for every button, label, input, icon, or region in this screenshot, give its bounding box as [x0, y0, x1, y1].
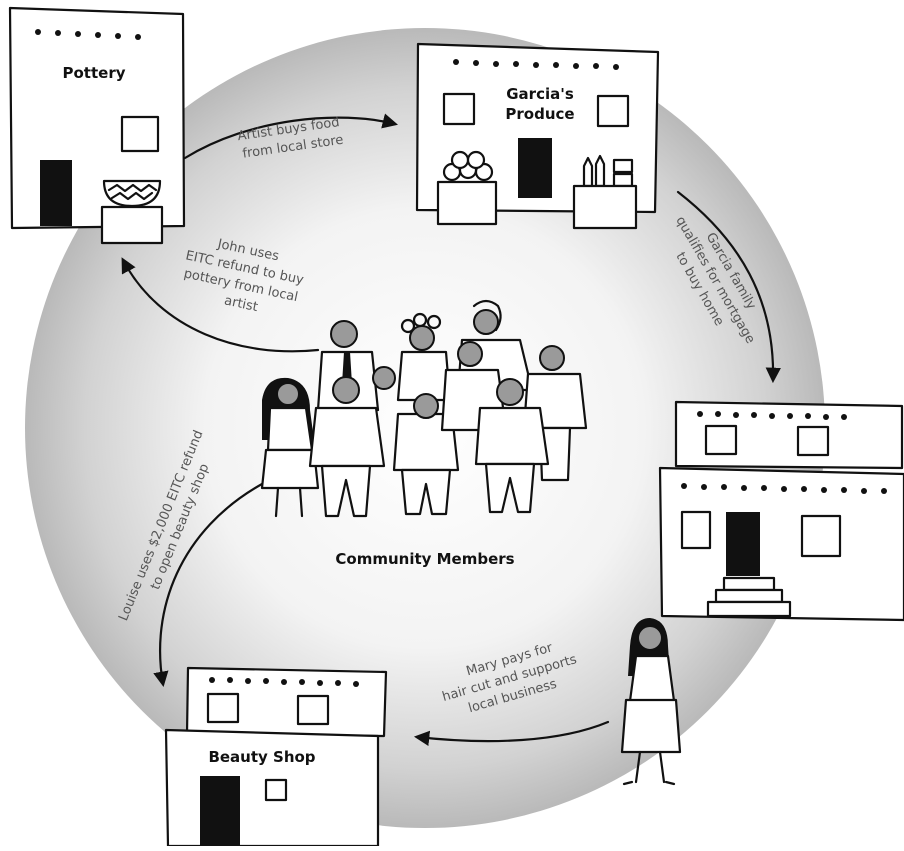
pottery-building: Pottery: [8, 6, 186, 245]
svg-text:artist: artist: [223, 293, 259, 315]
person-front-5: [372, 366, 396, 390]
pottery-sign: Pottery: [63, 64, 126, 82]
garcias-produce-building: Garcia's Produce: [415, 42, 660, 230]
arrow-produce-to-home: [676, 190, 781, 384]
produce-sign-line1: Garcia's: [506, 85, 574, 103]
community-members-group: Community Members: [260, 299, 588, 568]
arrow-pottery-to-produce: [183, 113, 398, 160]
beauty-shop-sign: Beauty Shop: [208, 748, 315, 766]
person-woman-left: [260, 377, 320, 518]
beauty-shop-building: Beauty Shop: [164, 666, 388, 848]
person-front-4: [474, 378, 550, 514]
produce-sign-line2: Produce: [505, 105, 574, 123]
arrow-community-to-beauty: [153, 482, 264, 688]
arrow-community-to-pottery: [121, 257, 320, 353]
person-back-2: [396, 312, 452, 402]
person-front-1: [308, 376, 386, 518]
mary-figure: [620, 618, 682, 786]
garcia-home-building: [658, 400, 904, 622]
arrow-mary-to-beauty: [413, 720, 610, 746]
community-members-label: Community Members: [335, 550, 514, 568]
